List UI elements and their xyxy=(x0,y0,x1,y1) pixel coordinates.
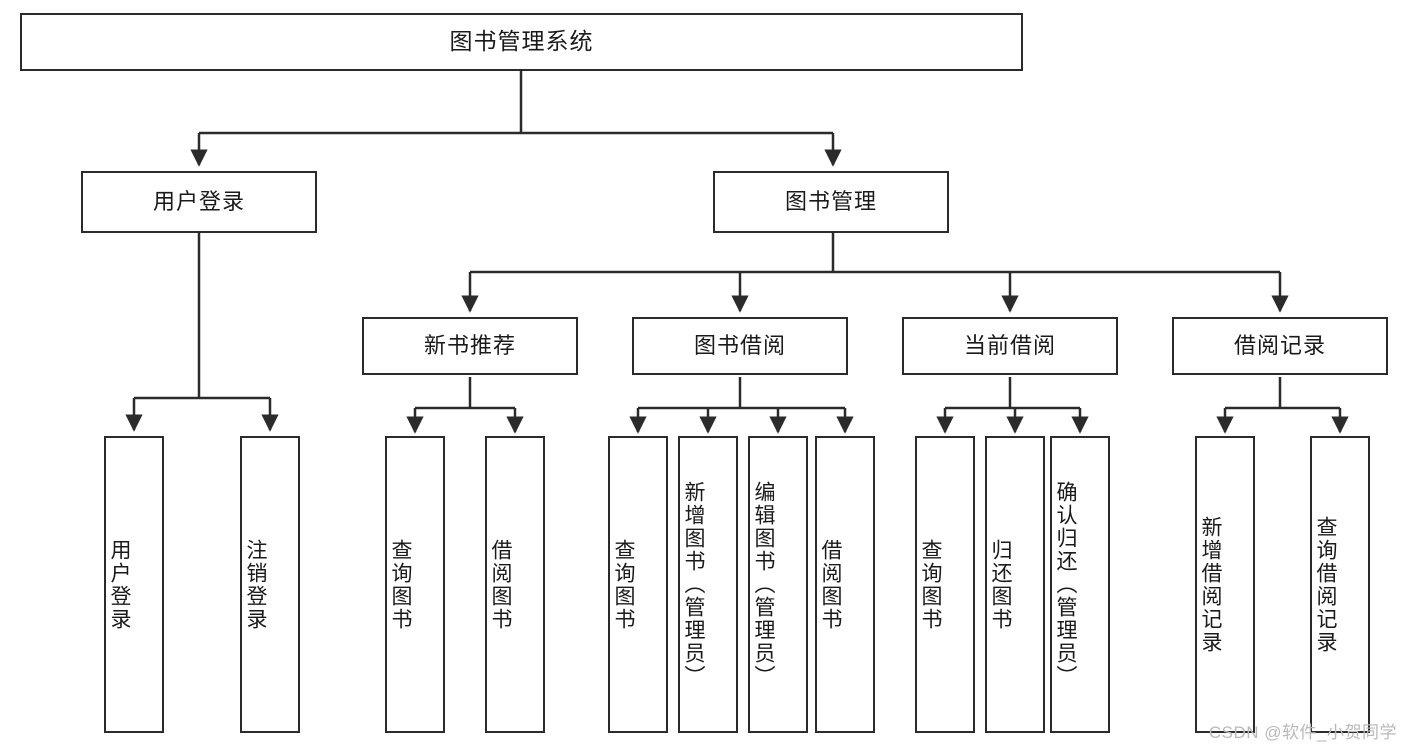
node-label: 编辑图书（管理员） xyxy=(752,481,776,688)
node-borrow-record[interactable]: 借阅记录 xyxy=(1172,317,1388,375)
node-user-login[interactable]: 用户登录 xyxy=(81,171,317,233)
node-current-borrow[interactable]: 当前借阅 xyxy=(902,317,1118,375)
leaf-borrow-query-book[interactable]: 查询图书 xyxy=(608,436,668,733)
node-new-book-recommend[interactable]: 新书推荐 xyxy=(362,317,578,375)
node-label: 图书借阅 xyxy=(693,332,786,358)
node-label: 归还图书 xyxy=(989,538,1013,631)
leaf-user-logout[interactable]: 注销登录 xyxy=(240,436,300,733)
leaf-current-return-book[interactable]: 归还图书 xyxy=(985,436,1045,733)
node-label: 用户登录 xyxy=(152,188,245,214)
leaf-user-login[interactable]: 用户登录 xyxy=(104,436,164,733)
node-label: 用户登录 xyxy=(108,538,132,631)
node-label: 当前借阅 xyxy=(963,332,1056,358)
node-root[interactable]: 图书管理系统 xyxy=(20,13,1023,71)
leaf-current-query-book[interactable]: 查询图书 xyxy=(915,436,975,733)
node-label: 借阅记录 xyxy=(1233,332,1326,358)
leaf-recommend-query-book[interactable]: 查询图书 xyxy=(385,436,445,733)
leaf-borrow-edit-book[interactable]: 编辑图书（管理员） xyxy=(748,436,808,733)
leaf-record-query[interactable]: 查询借阅记录 xyxy=(1310,436,1370,733)
leaf-borrow-add-book[interactable]: 新增图书（管理员） xyxy=(678,436,738,733)
node-book-management[interactable]: 图书管理 xyxy=(713,171,949,233)
node-label: 查询图书 xyxy=(389,538,413,631)
node-label: 查询借阅记录 xyxy=(1314,515,1338,654)
node-label: 查询图书 xyxy=(612,538,636,631)
node-label: 借阅图书 xyxy=(819,538,843,631)
leaf-borrow-borrow-book[interactable]: 借阅图书 xyxy=(815,436,875,733)
leaf-recommend-borrow-book[interactable]: 借阅图书 xyxy=(485,436,545,733)
leaf-current-confirm-return[interactable]: 确认归还（管理员） xyxy=(1050,436,1110,733)
watermark: CSDN @软件_小贺同学 xyxy=(1208,723,1397,742)
node-label: 借阅图书 xyxy=(489,538,513,631)
node-label: 新增图书（管理员） xyxy=(682,481,706,688)
node-label: 查询图书 xyxy=(919,538,943,631)
node-label: 图书管理系统 xyxy=(449,28,594,55)
node-label: 新书推荐 xyxy=(423,332,516,358)
node-label: 图书管理 xyxy=(784,188,877,214)
node-label: 注销登录 xyxy=(244,538,268,631)
node-book-borrow[interactable]: 图书借阅 xyxy=(632,317,848,375)
node-label: 新增借阅记录 xyxy=(1199,515,1223,654)
node-label: 确认归还（管理员） xyxy=(1054,481,1078,688)
leaf-record-add[interactable]: 新增借阅记录 xyxy=(1195,436,1255,733)
